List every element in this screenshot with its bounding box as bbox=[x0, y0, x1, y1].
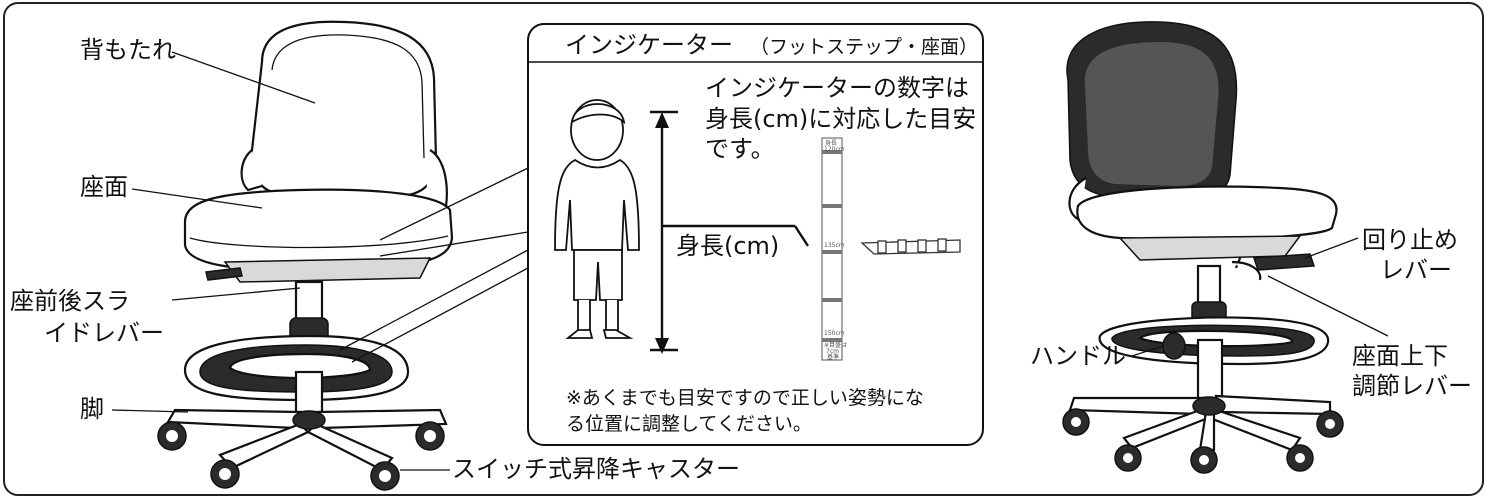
panel-title-sub: （フットステップ・座面） bbox=[750, 36, 978, 58]
panel-note-1: ※あくまでも目安ですので正しい姿勢にな bbox=[566, 387, 924, 409]
label-seat: 座面 bbox=[80, 173, 128, 201]
panel-note-2: る位置に調整してください。 bbox=[566, 413, 812, 435]
right-chair-illustration bbox=[1062, 21, 1344, 474]
svg-text:7cm: 7cm bbox=[826, 348, 839, 355]
indicator-scale: 身長 120cm 135cm 150cm ※目盛は 7cm 基準 bbox=[821, 137, 847, 361]
label-backrest: 背もたれ bbox=[80, 36, 176, 64]
panel-title: インジケーター bbox=[565, 31, 733, 59]
left-chair-illustration bbox=[157, 20, 454, 491]
panel-desc-2: 身長(cm)に対応した目安 bbox=[705, 105, 976, 133]
indicator-panel: インジケーター （フットステップ・座面） インジケーターの数字は 身長(cm)に… bbox=[527, 23, 984, 446]
label-caster: スイッチ式昇降キャスター bbox=[452, 455, 740, 483]
svg-text:基準: 基準 bbox=[827, 353, 839, 361]
label-rotation-stop-2: レバー bbox=[1380, 256, 1452, 284]
panel-desc-1: インジケーターの数字は bbox=[705, 74, 969, 102]
svg-text:135cm: 135cm bbox=[824, 242, 845, 249]
label-slide-lever-2: イドレバー bbox=[44, 319, 164, 347]
height-label: 身長(cm) bbox=[676, 232, 779, 260]
outer-frame bbox=[3, 2, 1484, 496]
footstep-rail bbox=[860, 238, 961, 255]
panel-desc-3: です。 bbox=[705, 135, 775, 163]
svg-text:身長: 身長 bbox=[825, 139, 837, 147]
svg-text:120cm: 120cm bbox=[824, 146, 845, 153]
label-rotation-stop-1: 回り止め bbox=[1362, 226, 1458, 254]
child-figure bbox=[554, 99, 640, 339]
label-height-lever-1: 座面上下 bbox=[1352, 342, 1448, 370]
label-leg: 脚 bbox=[80, 395, 104, 423]
label-slide-lever-1: 座前後スラ bbox=[10, 287, 130, 315]
label-handle: ハンドル bbox=[1030, 342, 1126, 370]
svg-text:150cm: 150cm bbox=[824, 330, 845, 337]
svg-text:※目盛は: ※目盛は bbox=[824, 341, 847, 349]
label-height-lever-2: 調節レバー bbox=[1352, 372, 1472, 400]
